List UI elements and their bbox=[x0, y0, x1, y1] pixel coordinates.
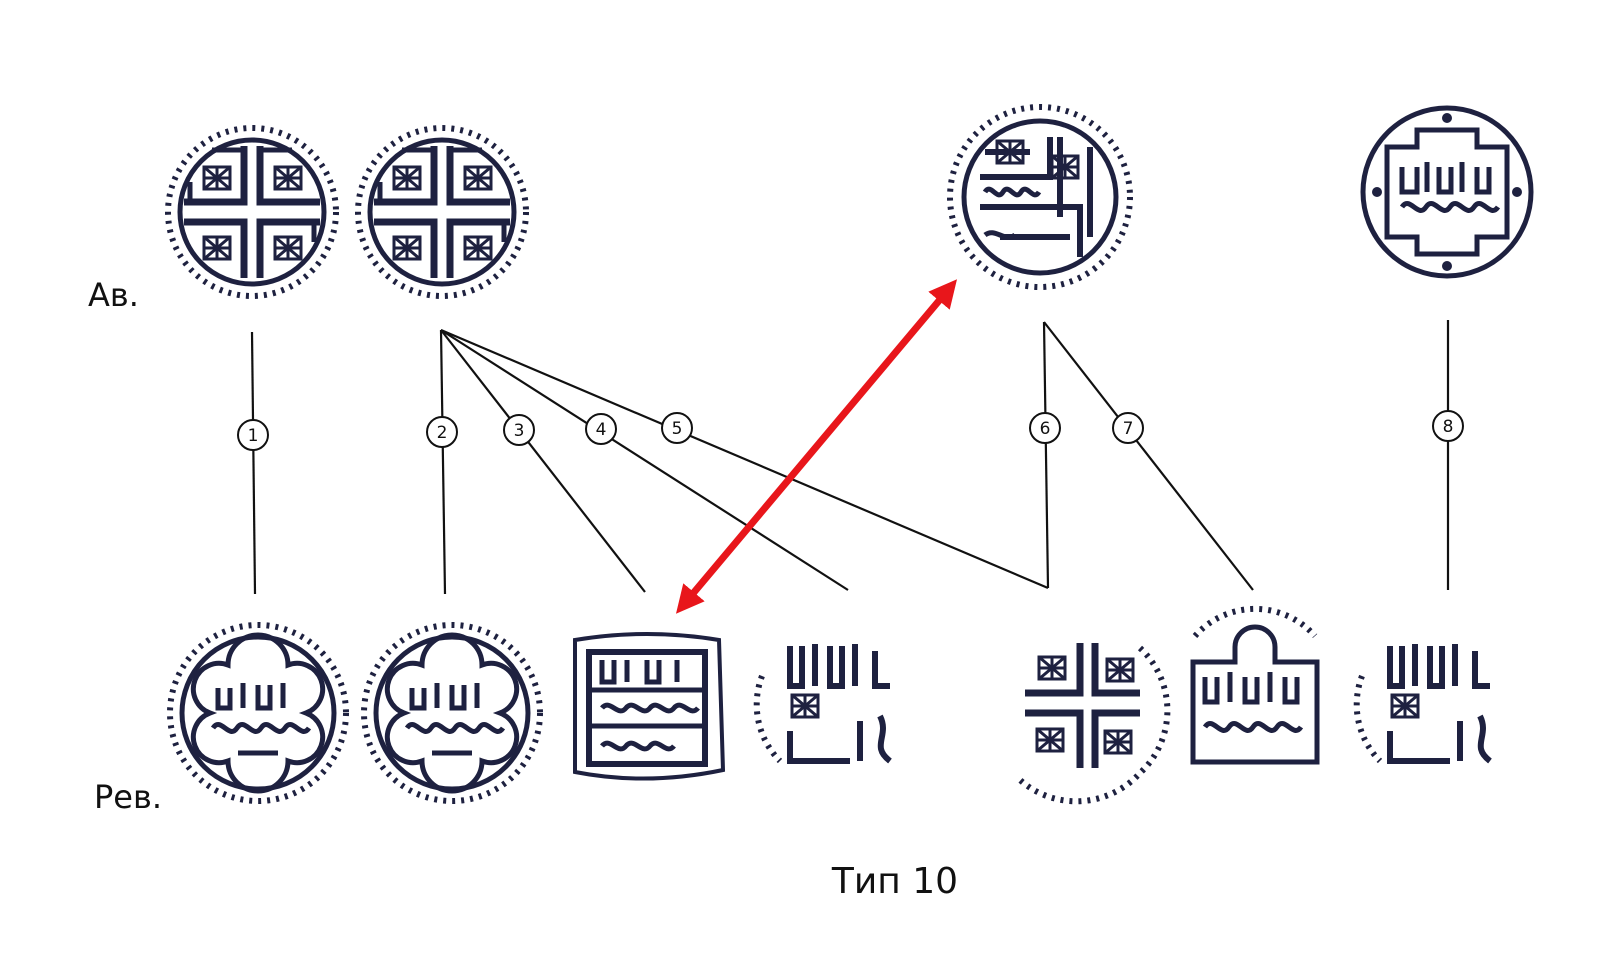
link-marker-3: 3 bbox=[503, 414, 535, 446]
red-double-arrow bbox=[675, 279, 958, 614]
link-number: 2 bbox=[437, 423, 448, 443]
link-line-7 bbox=[1043, 321, 1254, 591]
reverse-coin-5 bbox=[1015, 615, 1167, 803]
reverse-label: Рев. bbox=[94, 778, 162, 816]
reverse-coin-6 bbox=[1177, 609, 1333, 814]
link-number: 1 bbox=[248, 426, 259, 446]
obverse-coin-1 bbox=[168, 128, 336, 296]
link-line-5 bbox=[440, 328, 1049, 590]
link-number: 4 bbox=[596, 420, 607, 440]
link-marker-7: 7 bbox=[1112, 412, 1144, 444]
link-marker-2: 2 bbox=[426, 416, 458, 448]
reverse-coin-4 bbox=[757, 619, 910, 801]
obverse-coin-2 bbox=[358, 128, 526, 296]
reverse-coin-2 bbox=[364, 625, 540, 801]
link-number: 7 bbox=[1123, 419, 1134, 439]
obverse-coin-3 bbox=[950, 107, 1130, 287]
reverse-coin-3 bbox=[575, 634, 723, 779]
link-line-3 bbox=[440, 329, 646, 593]
link-line-2 bbox=[439, 329, 447, 595]
figure-caption: Тип 10 bbox=[831, 861, 958, 902]
obverse-label: Ав. bbox=[88, 276, 139, 314]
obverse-coin-4 bbox=[1363, 108, 1531, 276]
link-number: 3 bbox=[514, 421, 525, 441]
link-line-4 bbox=[440, 329, 849, 591]
link-number: 8 bbox=[1443, 417, 1454, 437]
link-marker-1: 1 bbox=[237, 419, 269, 451]
link-marker-6: 6 bbox=[1029, 412, 1061, 444]
reverse-coin-7 bbox=[1357, 619, 1510, 801]
link-line-1 bbox=[250, 331, 257, 595]
link-number: 5 bbox=[672, 419, 683, 439]
link-number: 6 bbox=[1040, 419, 1051, 439]
link-line-6 bbox=[1042, 321, 1050, 589]
link-marker-8: 8 bbox=[1432, 410, 1464, 442]
link-marker-5: 5 bbox=[661, 412, 693, 444]
link-marker-4: 4 bbox=[585, 413, 617, 445]
reverse-coin-1 bbox=[170, 625, 346, 801]
link-lines bbox=[250, 320, 1450, 595]
